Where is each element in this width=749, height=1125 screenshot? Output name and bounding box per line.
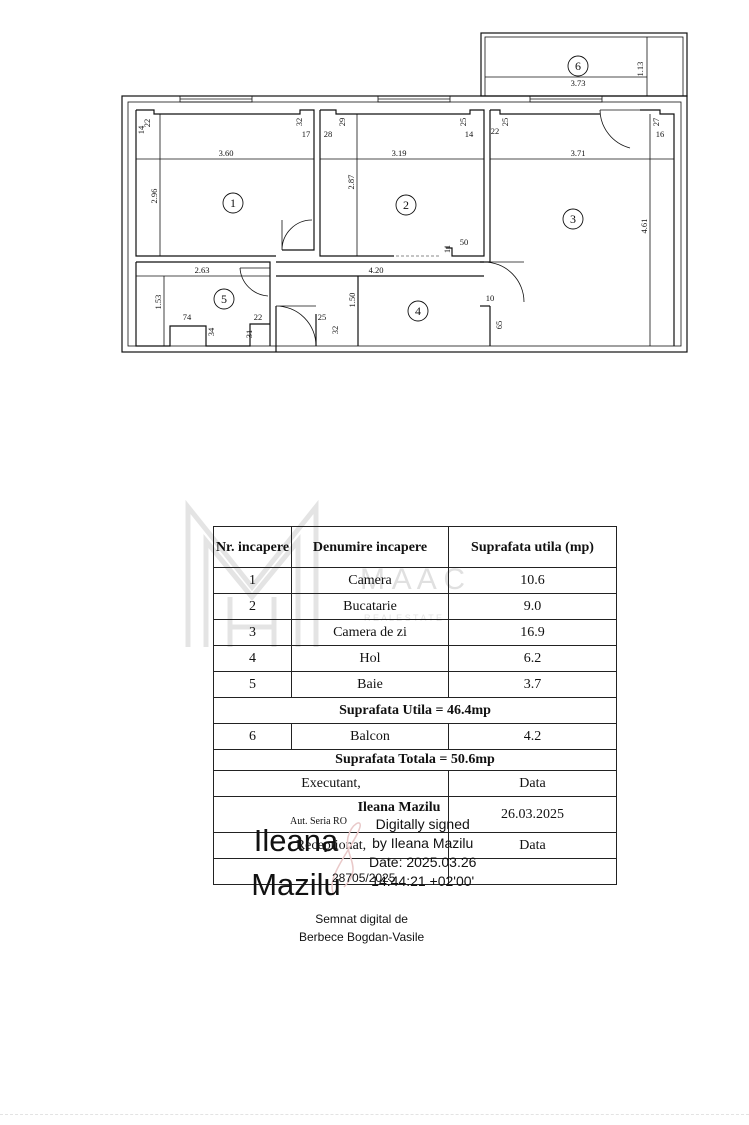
table-row: 3 Camera de zi 16.9 — [213, 619, 617, 646]
apartment-outline — [121, 95, 688, 353]
svg-text:28: 28 — [324, 129, 333, 139]
svg-text:22: 22 — [254, 312, 263, 322]
receptionat-date — [448, 858, 617, 885]
row-area: 16.9 — [448, 619, 617, 646]
executant-signature-block: Ileana Mazilu Aut. Seria RO Ileana Mazil… — [213, 796, 476, 902]
table-header-row: Nr. incapere Denumire incapere Suprafata… — [213, 526, 617, 568]
row-nr: 2 — [213, 593, 292, 620]
dim-room2-width: 3.19 — [392, 148, 407, 158]
receptionat-label: Receptionat, — [213, 832, 449, 859]
dim-room6-height: 1.13 — [635, 62, 645, 77]
dim-room4-height: 1.50 — [347, 293, 357, 308]
svg-text:14: 14 — [465, 129, 474, 139]
row-nr: 1 — [213, 567, 292, 594]
svg-text:32: 32 — [294, 118, 304, 127]
dim-room3-height: 4.61 — [639, 219, 649, 234]
room-number-4: 4 — [407, 300, 429, 322]
dim-room3-width: 3.71 — [571, 148, 586, 158]
table-row: 6 Balcon 4.2 — [213, 723, 617, 750]
dim-room5-height: 1.53 — [153, 295, 163, 310]
receptionat-row: 28705/2025 Semnat digital de Berbece Bog… — [213, 858, 617, 944]
row-area: 9.0 — [448, 593, 617, 620]
svg-text:10: 10 — [486, 293, 495, 303]
area-table: Nr. incapere Denumire incapere Suprafata… — [213, 526, 617, 944]
svg-text:27: 27 — [651, 118, 661, 127]
data-label: Data — [448, 770, 617, 797]
svg-text:31: 31 — [244, 330, 254, 339]
room-number-3: 3 — [562, 208, 584, 230]
row-name: Balcon — [291, 723, 449, 750]
table-row: 5 Baie 3.7 — [213, 671, 617, 698]
row-name: Camera — [291, 567, 449, 594]
row-area: 6.2 — [448, 645, 617, 672]
room-number-1: 1 — [222, 192, 244, 214]
svg-text:5: 5 — [221, 292, 227, 306]
room-number-6: 6 — [567, 55, 589, 77]
dim-room6-width: 3.73 — [571, 78, 586, 88]
grand-total-row: Suprafata Totala = 50.6mp — [213, 749, 617, 771]
svg-text:2: 2 — [403, 198, 409, 212]
svg-text:32: 32 — [330, 326, 340, 335]
svg-text:4: 4 — [415, 304, 421, 318]
row-name: Hol — [291, 645, 449, 672]
executant-name: Ileana Mazilu — [357, 800, 441, 815]
dim-room4-width: 4.20 — [369, 265, 384, 275]
executant-header-row: Executant, Data — [213, 770, 617, 797]
row-area: 3.7 — [448, 671, 617, 698]
receptionat-digital-sign: Semnat digital de Berbece Bogdan-Vasile — [299, 912, 425, 944]
row-nr: 4 — [213, 645, 292, 672]
floor-plan: 1 2 3 4 5 6 3.60 2.96 3.19 2.87 3.71 4.6… — [121, 32, 688, 353]
svg-text:6: 6 — [575, 59, 581, 73]
row-name: Baie — [291, 671, 449, 698]
header-area: Suprafata utila (mp) — [448, 526, 617, 568]
svg-text:11: 11 — [442, 245, 452, 253]
dim-room5-width: 2.63 — [195, 265, 210, 275]
grand-total: Suprafata Totala = 50.6mp — [213, 749, 617, 771]
svg-text:16: 16 — [656, 129, 665, 139]
row-name: Bucatarie — [291, 593, 449, 620]
table-row: 1 Camera 10.6 — [213, 567, 617, 594]
row-nr: 6 — [213, 723, 292, 750]
receptionat-number: 28705/2025 — [332, 871, 396, 885]
svg-text:25: 25 — [458, 118, 468, 127]
receptionat-block: 28705/2025 Semnat digital de Berbece Bog… — [213, 858, 449, 944]
row-area: 10.6 — [448, 567, 617, 594]
room-number-2: 2 — [395, 194, 417, 216]
util-total: Suprafata Utila = 46.4mp — [213, 697, 617, 724]
svg-text:14: 14 — [136, 125, 146, 134]
row-nr: 3 — [213, 619, 292, 646]
executant-date: 26.03.2025 — [448, 796, 617, 833]
row-area: 4.2 — [448, 723, 617, 750]
header-name: Denumire incapere — [291, 526, 449, 568]
table-row: 2 Bucatarie 9.0 — [213, 593, 617, 620]
table-row: 4 Hol 6.2 — [213, 645, 617, 672]
svg-text:25: 25 — [500, 118, 510, 127]
dim-room1-width: 3.60 — [219, 148, 234, 158]
executant-row: Ileana Mazilu Aut. Seria RO Ileana Mazil… — [213, 796, 617, 902]
svg-text:65: 65 — [494, 321, 504, 330]
svg-text:34: 34 — [206, 327, 216, 336]
svg-text:3: 3 — [570, 212, 576, 226]
row-name: Camera de zi — [291, 619, 449, 646]
svg-text:74: 74 — [183, 312, 192, 322]
area-table-container: Nr. incapere Denumire incapere Suprafata… — [213, 526, 617, 1045]
svg-text:22: 22 — [491, 126, 500, 136]
dim-room2-height: 2.87 — [346, 175, 356, 190]
room-number-5: 5 — [213, 288, 235, 310]
header-nr: Nr. incapere — [213, 526, 292, 568]
authorization-series: Aut. Seria RO — [290, 816, 347, 827]
svg-text:17: 17 — [302, 129, 311, 139]
svg-text:50: 50 — [460, 237, 469, 247]
page-divider — [0, 1114, 749, 1115]
util-total-row: Suprafata Utila = 46.4mp — [213, 697, 617, 724]
row-nr: 5 — [213, 671, 292, 698]
dim-room1-height: 2.96 — [149, 189, 159, 204]
svg-text:29: 29 — [337, 118, 347, 127]
svg-text:1: 1 — [230, 196, 236, 210]
executant-label: Executant, — [213, 770, 449, 797]
svg-text:25: 25 — [318, 312, 327, 322]
svg-text:22: 22 — [142, 119, 152, 128]
